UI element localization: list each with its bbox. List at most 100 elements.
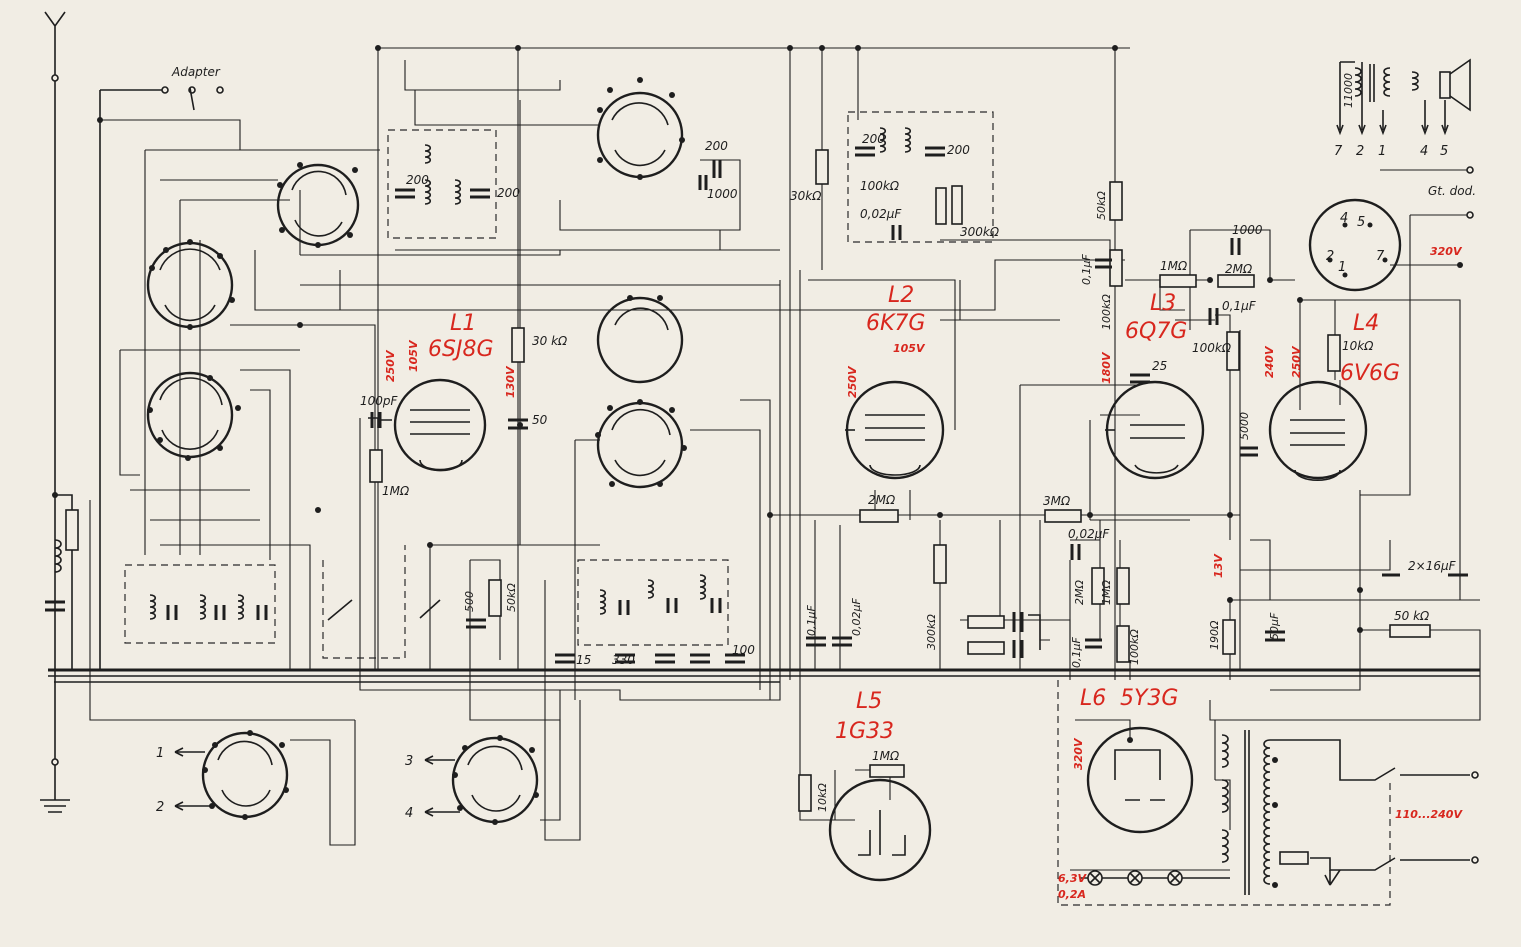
c-100-label: 100 [732, 643, 755, 657]
speaker-pin-2: 2 [1356, 144, 1364, 159]
coil-box-left [124, 564, 276, 644]
c-15-label: 15 [576, 653, 591, 667]
r-1m-c-label: 1MΩ [1100, 580, 1113, 605]
band-switch-wafer-8 [451, 735, 539, 825]
power-transformer: 110...240V [1221, 730, 1479, 895]
socket-pin-7: 7 [1376, 249, 1385, 264]
r-100k-b-label: 100kΩ [1100, 294, 1113, 330]
c-002-b-label: 0,02μF [850, 598, 863, 636]
ground-bus [48, 668, 1480, 683]
l1-v3: 130V [504, 365, 517, 398]
tube-l1: L1 6SJ8G 250V 105V 130V 30 kΩ 100pF 1MΩ … [360, 311, 568, 498]
band-switch-wafer-1 [146, 239, 235, 330]
l5-ref: L5 [856, 689, 882, 714]
band-switch-wafer-7 [201, 730, 289, 820]
terminal-1: 1 [156, 746, 164, 761]
socket-pin-4: 4 [1340, 211, 1348, 226]
speaker-pin-7: 7 [1334, 144, 1343, 159]
l2-type: 6K7G [866, 311, 925, 336]
r-300k-b-label: 300kΩ [925, 614, 938, 650]
c-100p-label: 100pF [360, 394, 399, 408]
speaker-pin-1: 1 [1378, 144, 1386, 159]
terminal-3: 3 [405, 754, 413, 769]
r-10k-a-label: 10kΩ [1342, 339, 1374, 353]
r-50k-a-label: 50kΩ [1095, 191, 1108, 220]
socket-pin-5: 5 [1357, 215, 1365, 230]
c-1000-a-label: 1000 [707, 187, 738, 201]
l1-v1: 250V [384, 349, 397, 382]
c-200-d-label: 200 [862, 132, 885, 146]
r-50k-b-label: 50 kΩ [1394, 609, 1430, 623]
tone-voltage: 13V [1212, 553, 1225, 578]
l3-ref: L3 [1150, 291, 1176, 316]
adapter-input: Adapter [99, 65, 224, 670]
r-1m-d-label: 1MΩ [872, 749, 900, 763]
c-5000-label: 5000 [1238, 412, 1251, 440]
l3-lower-cluster: 3MΩ 0,02μF 2MΩ 1MΩ 100kΩ 0,1μF [967, 494, 1141, 668]
l1-type: 6SJ8G [428, 337, 494, 362]
speaker-transformer: 11000 7 2 1 4 5 [1334, 58, 1471, 159]
c-01-d-label: 0,1μF [1070, 637, 1083, 668]
speaker-pin-5: 5 [1440, 144, 1448, 159]
heater-current: 0,2A [1058, 888, 1086, 901]
l2-ref: L2 [888, 283, 914, 308]
r-100k-d-label: 100kΩ [1128, 629, 1141, 665]
frontend-caps: 500 50kΩ 15 330 100 [463, 579, 755, 667]
c-500-label: 500 [463, 591, 476, 612]
c-2x16-label: 2×16μF [1408, 559, 1457, 573]
l2-v2: 105V [893, 342, 926, 355]
l6-ref: L6 [1080, 686, 1106, 711]
c-01-c-label: 0,1μF [1222, 299, 1257, 313]
b-plus-label: 320V [1430, 245, 1463, 258]
r-300k-a-label: 300kΩ [960, 225, 1000, 239]
r-2m-c-label: 2MΩ [1073, 580, 1086, 605]
coil-box-l1: 200 200 [387, 129, 520, 239]
c-01-b-label: 0,1μF [1080, 254, 1093, 285]
l6-v1: 320V [1072, 737, 1085, 770]
l5-type: 1G33 [835, 719, 894, 744]
osc-caps: 200 1000 [698, 139, 738, 201]
dashed-trimmer-box [322, 545, 441, 659]
l4-type: 6V6G [1340, 361, 1400, 386]
c-200-b-label: 200 [497, 186, 520, 200]
c-01-a-label: 0,1μF [805, 605, 818, 636]
filter-section: 2×16μF 50 kΩ 190Ω 50μF 13V [1208, 553, 1468, 655]
band-switch-wafer-5 [596, 295, 684, 384]
tube-l3: L3 6Q7G 180V 50kΩ 0,1μF 100kΩ 1MΩ 2MΩ 10… [1080, 181, 1263, 480]
r-50k-c-label: 50kΩ [505, 583, 518, 612]
antenna-symbol [40, 11, 70, 813]
tube-l6: L6 5Y3G 320V [1072, 686, 1194, 834]
c-200-a-label: 200 [406, 173, 429, 187]
r-30k-a-label: 30 kΩ [532, 334, 568, 348]
band-switch-wafer-3 [276, 162, 360, 248]
tube-l4: L4 6V6G 240V 250V 10kΩ 5000 [1238, 311, 1400, 482]
r-100k-c-label: 100kΩ [1192, 341, 1232, 355]
coil-box-center [577, 559, 729, 646]
terminal-2: 2 [156, 800, 164, 815]
l3-v1: 180V [1100, 351, 1113, 384]
tube-l2: L2 6K7G 250V 105V 30kΩ 2MΩ 0,1μF 0,02μF … [790, 149, 947, 650]
r-1m-b-label: 1MΩ [1160, 259, 1188, 273]
c-50-label: 50 [532, 413, 548, 427]
l1-ref: L1 [450, 311, 476, 336]
c-200-c-label: 200 [705, 139, 728, 153]
terminal-4: 4 [405, 806, 413, 821]
l3-type: 6Q7G [1125, 319, 1187, 344]
l4-v2: 250V [1290, 345, 1303, 378]
coil-box-l2: 200 200 100kΩ 0,02μF 300kΩ [847, 111, 1000, 243]
l6-type: 5Y3G [1120, 686, 1178, 711]
r-10k-b-label: 10kΩ [816, 783, 829, 812]
l4-v1: 240V [1263, 345, 1276, 378]
speaker-pin-4: 4 [1420, 144, 1428, 159]
l2-v1: 250V [846, 365, 859, 398]
c-002-a-label: 0,02μF [860, 207, 902, 221]
c-50u-label: 50μF [1268, 612, 1281, 640]
band-switch-wafer-4 [596, 77, 685, 180]
heater-voltage: 6,3V [1058, 872, 1087, 885]
r-30k-b-label: 30kΩ [790, 189, 822, 203]
mains-label: 110...240V [1395, 808, 1463, 821]
c-11000-label: 11000 [1342, 73, 1355, 108]
r-2m-a-label: 2MΩ [868, 493, 896, 507]
gt-dod-label: Gt. dod. [1428, 184, 1476, 198]
